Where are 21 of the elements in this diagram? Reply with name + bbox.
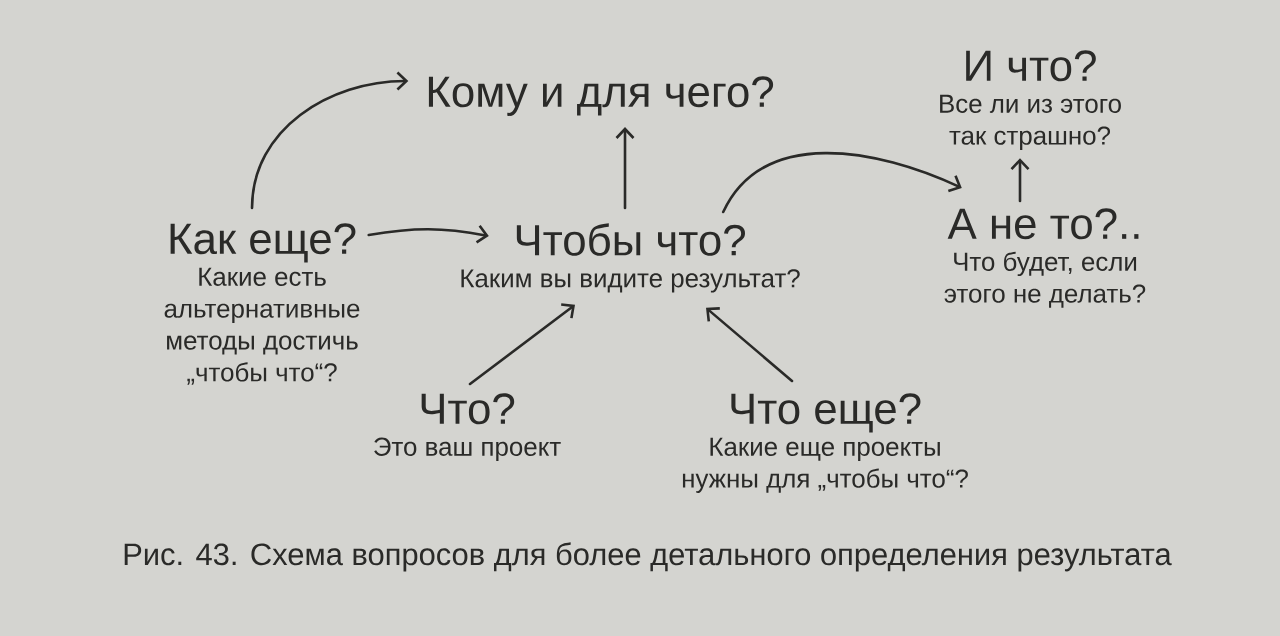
question-note: Все ли из этого так страшно? <box>940 94 1121 150</box>
question-note: Какие еще проекты нужны для „чтобы что“? <box>682 437 968 493</box>
question-heading: Что? <box>421 393 515 425</box>
curved-arrow <box>367 224 489 244</box>
question-heading: Как еще? <box>170 223 356 263</box>
question-note: Какие есть альтернативные методы достичь „чтобы что“? <box>164 267 360 385</box>
arrow <box>615 127 635 210</box>
figure-caption: Рис. 43. Схема вопросов для более детального определения результата <box>124 542 1172 572</box>
question-heading: Чтобы что? <box>516 223 745 256</box>
question-note: Это ваш проект <box>374 437 561 462</box>
arrow <box>468 303 575 386</box>
arrow <box>1010 158 1030 203</box>
curved-arrow <box>250 71 409 210</box>
question-heading: А не то?.. <box>947 208 1139 240</box>
question-heading: Что еще? <box>731 393 921 433</box>
curved-arrow <box>721 151 962 214</box>
question-note: Что будет, если этого не делать? <box>944 251 1146 308</box>
question-note: Каким вы видите результат? <box>461 269 800 293</box>
arrow <box>706 307 794 383</box>
question-heading: И что? <box>966 50 1096 82</box>
question-heading: Кому и для чего? <box>428 76 774 116</box>
